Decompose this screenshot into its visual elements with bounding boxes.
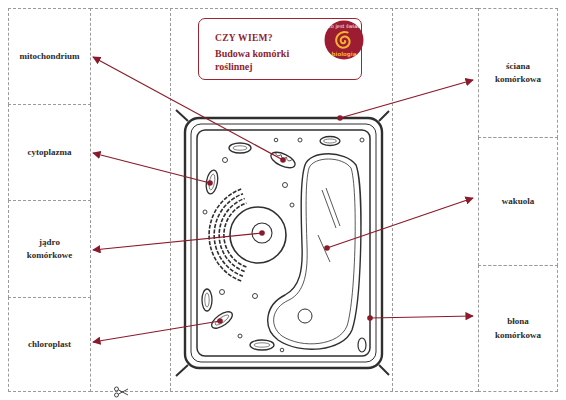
wall-corner xyxy=(176,110,188,121)
part-label: ściana komórkowa xyxy=(488,60,548,86)
label-card: cytoplazma xyxy=(8,104,91,201)
granule xyxy=(280,348,284,352)
leader-dot xyxy=(207,180,213,186)
part-label: wakuola xyxy=(502,195,535,208)
scissors-symbol xyxy=(115,387,119,391)
granule xyxy=(203,210,207,214)
label-card: błona komórkowa xyxy=(478,265,558,392)
mitochondrion xyxy=(269,149,298,171)
wall-corner xyxy=(379,365,389,375)
granule xyxy=(274,138,278,142)
part-label: mitochondrium xyxy=(19,50,79,63)
vacuole-inner xyxy=(274,159,356,344)
chloroplast xyxy=(320,137,340,146)
scissors-symbol xyxy=(118,389,128,394)
cell-wall-inner xyxy=(191,124,376,362)
chloroplast xyxy=(202,289,212,311)
granule xyxy=(253,294,258,299)
chloroplast xyxy=(229,143,251,153)
granule xyxy=(220,290,225,295)
subtitle-text: Budowa komórki roślinnej xyxy=(215,47,310,73)
scissors-symbol xyxy=(118,390,128,395)
label-card: wakuola xyxy=(478,137,558,266)
label-card: mitochondrium xyxy=(8,8,91,105)
chloroplast-inner xyxy=(324,139,337,143)
nucleolus xyxy=(252,223,272,243)
logo-text: to jest świat xyxy=(324,24,364,29)
chloroplast-inner xyxy=(214,313,230,326)
vacuole-crystal xyxy=(326,188,340,226)
part-label: jądro komórkowe xyxy=(22,236,77,262)
leader-dot xyxy=(337,115,343,121)
granule xyxy=(290,203,294,207)
granule xyxy=(360,138,364,142)
cut-line xyxy=(392,8,393,392)
chloroplast xyxy=(209,309,235,332)
label-card: ściana komórkowa xyxy=(478,8,558,138)
logo-spiral xyxy=(336,32,349,48)
vacuole xyxy=(268,154,361,350)
scissors-symbol xyxy=(115,393,119,397)
granule xyxy=(238,334,242,338)
part-label: cytoplazma xyxy=(28,146,72,159)
leader-line xyxy=(340,80,473,118)
cut-line xyxy=(90,8,478,9)
chloroplast xyxy=(250,340,274,350)
chloroplast-inner xyxy=(233,146,247,150)
leader-dot xyxy=(367,315,373,321)
chloroplast-inner xyxy=(254,343,270,347)
leader-dot xyxy=(280,157,286,163)
leader-line xyxy=(370,316,473,318)
label-card: chloroplast xyxy=(8,297,91,392)
chloroplast-inner xyxy=(205,293,209,307)
logo-badge: to jest świat biologia xyxy=(324,20,364,60)
logo-circle xyxy=(325,21,364,60)
vacuole-crystal xyxy=(318,235,330,262)
granule xyxy=(223,158,228,163)
chloroplast xyxy=(358,338,366,352)
leader-dot xyxy=(217,318,223,324)
chloroplast-inner xyxy=(208,174,216,191)
leader-line xyxy=(93,233,262,250)
cut-line xyxy=(170,8,171,392)
granule xyxy=(283,183,288,188)
leader-line xyxy=(93,153,210,183)
cut-line xyxy=(90,391,478,392)
logo-text: biologia xyxy=(324,52,364,58)
title-box: CZY WIEM?Budowa komórki roślinnejto jest… xyxy=(198,18,362,80)
wall-corner xyxy=(176,365,188,376)
leader-dot xyxy=(259,230,265,236)
leader-line xyxy=(327,198,473,248)
wall-corner xyxy=(379,111,389,121)
cell-wall xyxy=(185,118,382,368)
vacuole-granule xyxy=(298,309,312,323)
cell-membrane xyxy=(197,130,370,356)
granule xyxy=(298,138,302,142)
leader-dot xyxy=(324,245,330,251)
label-card: jądro komórkowe xyxy=(8,200,91,298)
part-label: chloroplast xyxy=(28,338,71,351)
leader-line xyxy=(93,321,220,342)
part-label: błona komórkowa xyxy=(488,315,548,341)
